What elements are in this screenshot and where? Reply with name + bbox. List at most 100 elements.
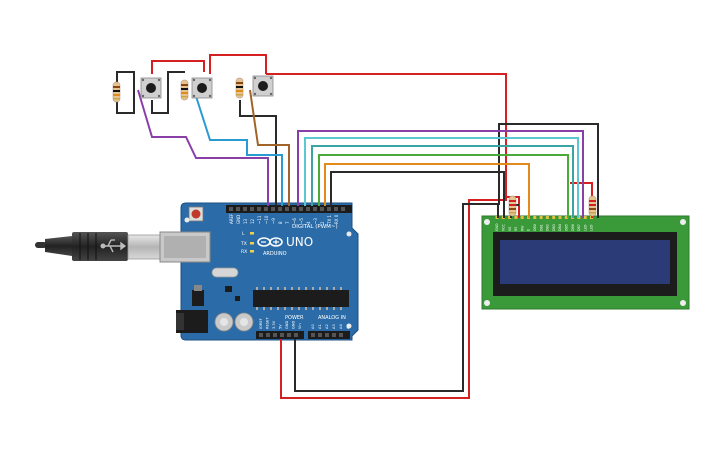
lcd-pin-label: RW (520, 225, 524, 231)
digital-pin-label: ~9 (271, 218, 276, 224)
push-buttons (140, 75, 274, 99)
mounting-hole (680, 219, 686, 225)
push-button-1[interactable] (140, 77, 162, 99)
digital-pin-label: ~11 (257, 215, 262, 224)
digital-pin-label: 7 (285, 221, 290, 224)
resistor-lcd-contrast[interactable] (508, 195, 517, 217)
lcd-pin-label: LED (590, 224, 594, 231)
tx-led-label: TX (240, 241, 247, 247)
analog-pin-label: A5 (346, 324, 350, 329)
digital-pin-label: 13 (243, 218, 248, 224)
usb-cable[interactable] (35, 232, 161, 261)
wire-cyan-lcd[interactable] (304, 137, 579, 218)
analog-pin-label: A1 (318, 324, 322, 329)
wire-brown-button3[interactable] (249, 89, 290, 206)
l-led-label: L (242, 231, 245, 237)
usb-icon (100, 239, 127, 253)
digital-pin-label: 8 (278, 221, 283, 224)
push-button-2[interactable] (191, 77, 213, 99)
power-pin-label: 5V (279, 324, 283, 329)
power-pin-label: IOREF (259, 318, 263, 329)
resistor-2[interactable] (180, 79, 189, 101)
digital-pin-label: GND (236, 215, 241, 224)
lcd-pin[interactable] (558, 216, 562, 219)
wire-purple-button1[interactable] (137, 89, 269, 206)
arduino-label: ARDUINO (263, 251, 287, 257)
lcd-pin-label: DB0 (533, 224, 537, 231)
digital-label: DIGITAL (PWM~) (292, 224, 338, 230)
wire-black-button-gnd-2[interactable] (151, 71, 185, 114)
lcd-pin[interactable] (583, 216, 587, 219)
rx-led-label: RX (241, 249, 247, 255)
voltage-regulator (192, 290, 204, 306)
wire-black-gnd-top[interactable] (239, 100, 277, 206)
wire-teal-lcd[interactable] (311, 145, 574, 218)
lcd-pin-label: RS (514, 227, 518, 231)
lcd-pin[interactable] (514, 216, 518, 219)
lcd-pin[interactable] (533, 216, 537, 219)
bottom-header-pins (259, 333, 343, 337)
lcd-pin[interactable] (539, 216, 543, 219)
digital-pin-label: 12 (250, 218, 255, 224)
analog-pin-label: A2 (325, 324, 329, 329)
wire-blue-button2[interactable] (193, 89, 283, 206)
crystal-oscillator (211, 267, 239, 278)
wire-red-buttons-2[interactable] (151, 60, 205, 74)
power-label: POWER (285, 315, 304, 321)
power-pin-label: GND (285, 321, 289, 329)
lcd-pin-label: DB6 (571, 224, 575, 231)
lcd-pin[interactable] (520, 216, 524, 219)
mounting-hole (346, 231, 352, 237)
lcd-pin[interactable] (545, 216, 549, 219)
analog-pin-label: A3 (332, 324, 336, 329)
mounting-hole (680, 300, 686, 306)
wire-purple-lcd[interactable] (297, 130, 584, 218)
lcd-pin-label: VCC (502, 223, 506, 231)
wire-green-lcd[interactable] (318, 154, 569, 218)
digital-pin-label: 4 (306, 221, 311, 224)
wire-black-lcd-rw[interactable] (330, 171, 505, 218)
wire-black-gnd[interactable] (294, 203, 499, 392)
digital-pin-label: 2 (320, 221, 325, 224)
lcd-pin-label: DB2 (546, 224, 550, 231)
lcd-pin-label: DB7 (577, 224, 581, 231)
lcd-pin-label: V0 (508, 227, 512, 231)
analog-label: ANALOG IN (318, 315, 346, 321)
resistor-1[interactable] (112, 81, 121, 103)
mounting-hole (184, 217, 190, 223)
wire-orange-lcd[interactable] (324, 163, 530, 218)
digital-pin-label: RX 0 (334, 214, 339, 224)
lcd-pin[interactable] (552, 216, 556, 219)
wires (116, 54, 599, 399)
power-pin-label: 3.3V (272, 320, 276, 329)
digital-pin-label: ~10 (264, 215, 269, 224)
lcd-pin[interactable] (564, 216, 568, 219)
digital-pin-label: ~6 (292, 218, 297, 224)
resistors (112, 77, 597, 217)
lcd-pin-label: DB5 (565, 224, 569, 231)
resistor-3[interactable] (235, 77, 244, 99)
digital-pin-label: TX 1 (327, 215, 332, 225)
lcd-pin[interactable] (508, 216, 512, 219)
lcd-pin-label: E (527, 229, 531, 231)
power-pin-label: Vin (298, 323, 302, 329)
digital-pin-label: AREF (229, 213, 234, 224)
smd-chip (235, 296, 240, 301)
lcd-pin-label: DB1 (539, 224, 543, 231)
power-pin-label: RESET (266, 317, 270, 329)
wire-red-buttons[interactable] (209, 54, 267, 74)
digital-header-pins (229, 207, 345, 211)
digital-pin-label: ~5 (299, 218, 304, 224)
push-button-3[interactable] (252, 75, 274, 97)
atmega-chip-pins (256, 287, 342, 310)
wire-red-5v[interactable] (266, 73, 507, 399)
reset-button-cap[interactable] (191, 209, 201, 219)
wire-black-button-gnd[interactable] (116, 71, 135, 114)
resistor-lcd-backlight[interactable] (588, 195, 597, 217)
